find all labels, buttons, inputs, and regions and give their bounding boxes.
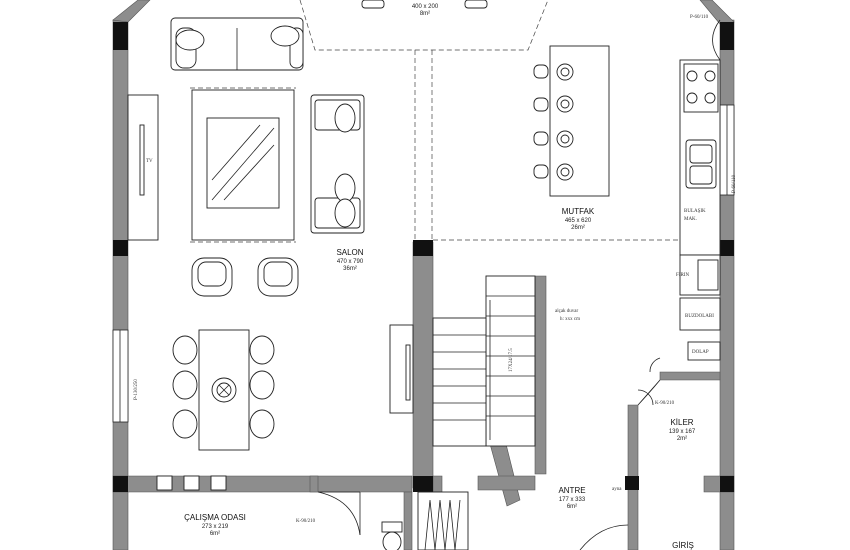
calisma-area: 6m²: [210, 531, 220, 537]
stair-note-2: h: xxx cm: [560, 317, 580, 322]
door-kiler-label: K-90/210: [655, 401, 675, 406]
antre-area: 6m²: [567, 504, 577, 510]
calisma-name: ÇALIŞMA ODASI: [184, 513, 246, 522]
windows: [112, 19, 735, 423]
room-label-salon: SALON 470 x 790 36m²: [336, 248, 363, 272]
stair-steps-left: [433, 334, 486, 421]
kiler-area: 2m²: [677, 436, 687, 442]
mutfak-dims: 465 x 620: [565, 218, 592, 224]
room-label-giris: GİRİŞ: [672, 541, 694, 550]
stair-note-1: alçak duvar: [555, 309, 579, 314]
room-label-top: 400 x 200 8m²: [412, 4, 439, 17]
antre-name: ANTRE: [558, 486, 585, 495]
mutfak-name: MUTFAK: [562, 207, 595, 216]
mutfak-area: 26m²: [571, 225, 585, 231]
window-right-mid-label: P-60/110: [732, 174, 737, 193]
ayna-label: ayna: [612, 487, 622, 492]
columns: [113, 22, 734, 492]
dolap-label: DOLAP: [692, 350, 709, 355]
kiler-name: KİLER: [670, 418, 693, 427]
tv-label: TV: [146, 159, 153, 164]
zone-lines: [299, 0, 720, 241]
salon-dims: 470 x 790: [337, 259, 364, 265]
staircase: 17X24/17.5 alçak duvar h: xxx cm: [389, 275, 580, 447]
armchairs: [191, 257, 299, 297]
salon-side-sofa: [310, 94, 365, 234]
salon-name: SALON: [336, 248, 363, 257]
room-label-antre: ANTRE 177 x 333 6m²: [558, 486, 585, 510]
salon-area: 36m²: [343, 266, 357, 272]
doors: [317, 357, 661, 550]
top-room-area: 8m²: [420, 11, 430, 17]
buzdolabi-label: BUZDOLABI: [685, 314, 714, 319]
salon-sofa: [170, 17, 304, 71]
window-right-top-label: P-60/110: [690, 15, 709, 20]
window-left-label: P-130/250: [134, 379, 139, 400]
dining-table: [172, 329, 275, 451]
kitchen-island: [533, 45, 610, 197]
calisma-dims: 273 x 219: [202, 524, 229, 530]
room-label-mutfak: MUTFAK 465 x 620 26m²: [562, 207, 595, 231]
stair-steps-right: [486, 295, 535, 417]
top-room-dims: 400 x 200: [412, 4, 439, 10]
top-chairs: [361, 0, 488, 9]
bulasik-label-2: MAK.: [684, 217, 697, 222]
calisma-shelves: [156, 475, 227, 491]
tv-unit: TV: [127, 94, 159, 241]
wc: [381, 521, 403, 550]
room-label-calisma: ÇALIŞMA ODASI 273 x 219 6m²: [184, 513, 246, 537]
door-calisma-label: K-90/210: [296, 519, 316, 524]
bulasik-label: BULAŞIK: [684, 209, 706, 214]
giris-name: GİRİŞ: [672, 541, 694, 550]
firin-label: FIRIN: [676, 273, 689, 278]
stair-dims-label: 17X24/17.5: [509, 348, 514, 372]
room-label-kiler: KİLER 139 x 167 2m²: [669, 418, 696, 442]
lower-stair: [417, 491, 469, 550]
kitchen-counter: BULAŞIK MAK. FIRIN BUZDOLABI DOLAP: [676, 59, 721, 361]
kiler-dims: 139 x 167: [669, 429, 696, 435]
salon-rug: [190, 87, 296, 243]
antre-dims: 177 x 333: [559, 497, 586, 503]
